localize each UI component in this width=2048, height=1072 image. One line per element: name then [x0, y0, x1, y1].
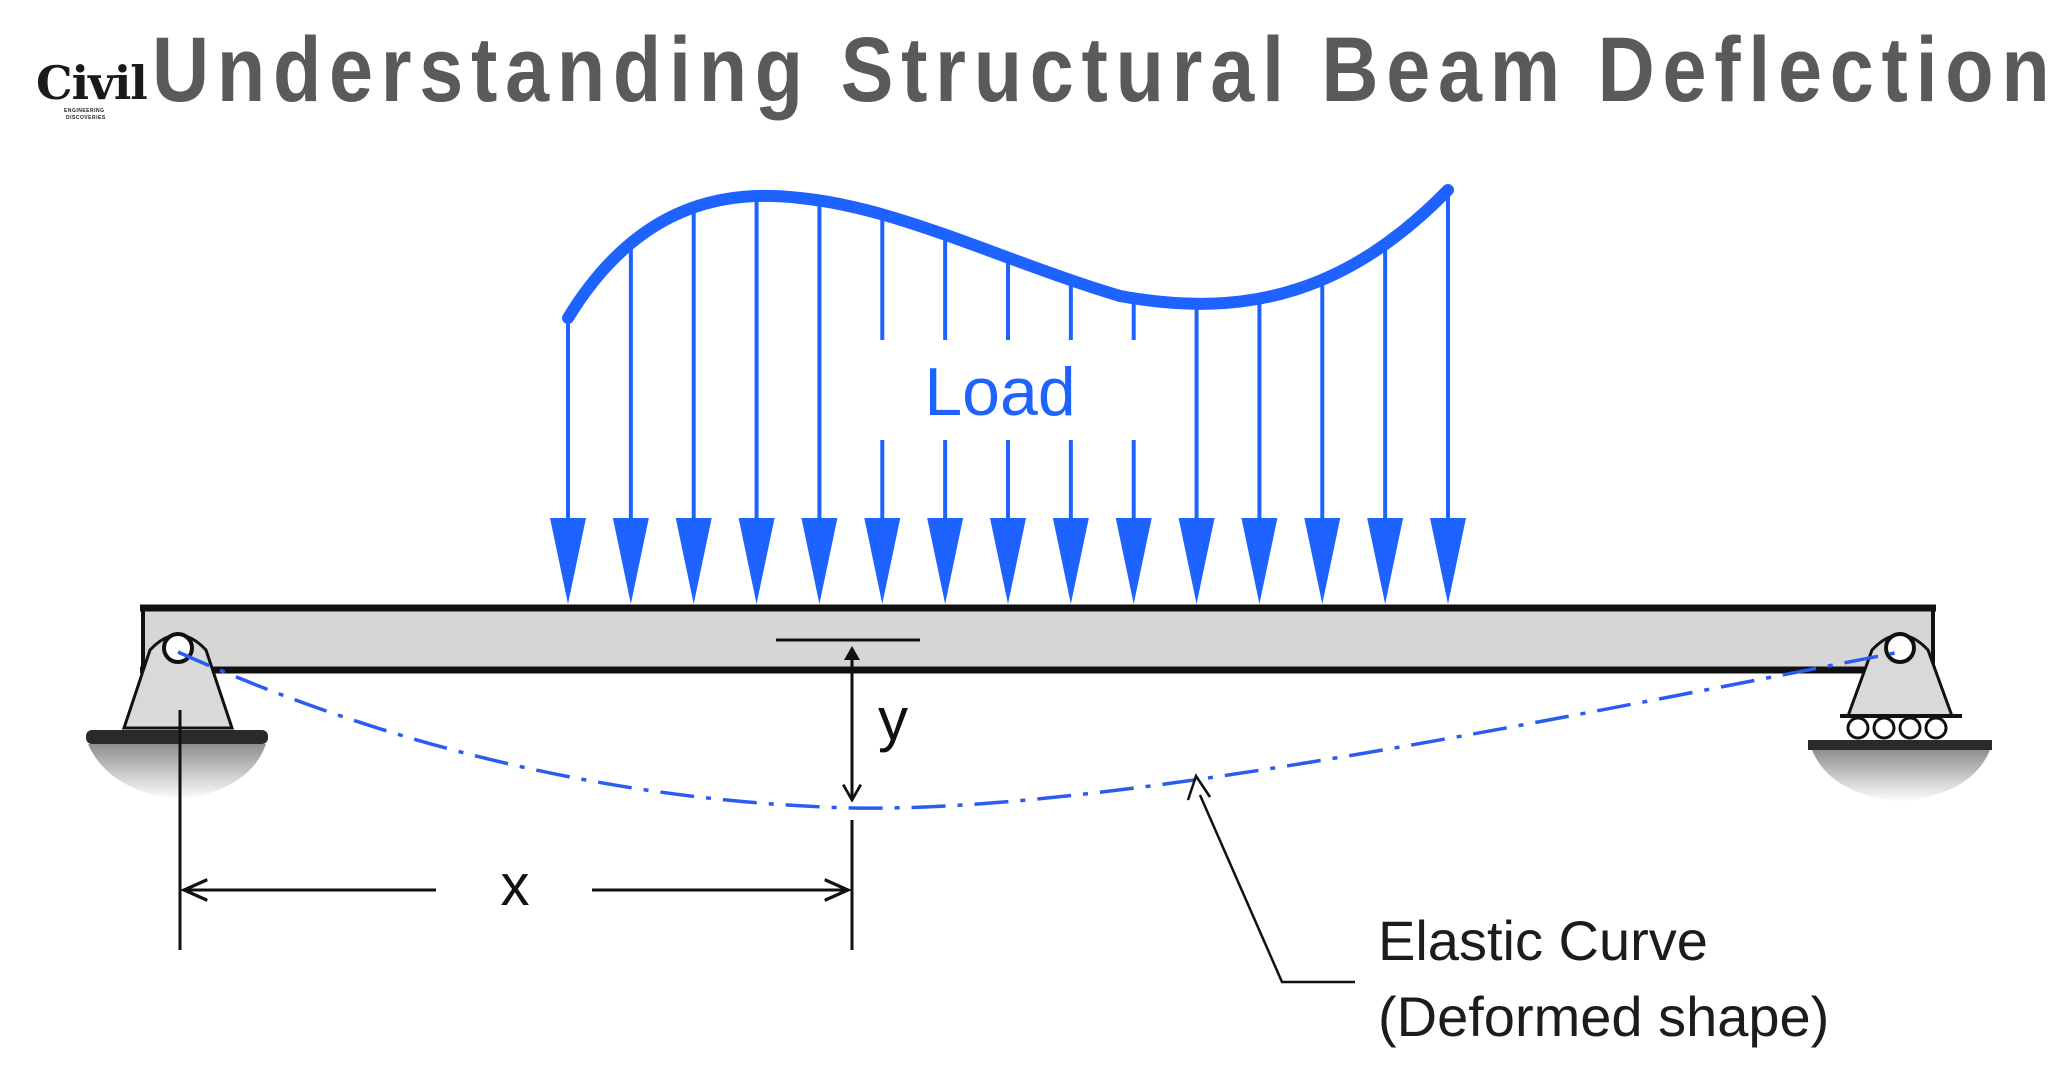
- pin-support-icon: [86, 632, 268, 800]
- load-arrow-icon: [612, 518, 649, 604]
- load-arrow-icon: [990, 518, 1026, 604]
- load-label: Load: [924, 354, 1075, 430]
- deflection-label: y: [878, 686, 908, 753]
- load-arrow-icon: [1367, 518, 1404, 604]
- load-arrows: [550, 194, 1466, 604]
- load-profile-curve: [562, 184, 1454, 324]
- load-arrow-icon: [675, 518, 712, 604]
- logo-wordmark: Civil: [36, 56, 148, 110]
- elastic-curve-label: Elastic Curve: [1378, 909, 1708, 972]
- distributed-load: Load: [550, 184, 1466, 604]
- roller-support-icon: [1808, 632, 1992, 802]
- page-title: Understanding Structural Beam Deflection: [152, 19, 2048, 121]
- beam-body: [142, 608, 1934, 670]
- load-arrow-icon: [1178, 518, 1215, 604]
- logo-line-1: ENGINEERING: [64, 108, 105, 114]
- load-arrow-icon: [1304, 518, 1341, 604]
- deflection-dimension: y: [844, 646, 908, 800]
- load-arrow-icon: [1241, 518, 1278, 604]
- logo-line-2: DISCOVERIES: [66, 115, 106, 121]
- elastic-curve-callout: Elastic Curve (Deformed shape): [1186, 773, 1829, 1048]
- elastic-curve: [177, 650, 1901, 810]
- load-arrow-icon: [1052, 518, 1089, 604]
- load-arrow-icon: [738, 518, 775, 604]
- load-arrow-icon: [550, 518, 586, 604]
- distance-dimension: x: [178, 710, 854, 950]
- load-label-backdrop: [870, 340, 1140, 440]
- load-arrow-icon: [801, 518, 838, 604]
- load-arrow-icon: [927, 518, 964, 604]
- deformed-shape-label: (Deformed shape): [1378, 985, 1829, 1048]
- load-arrow-icon: [1115, 518, 1152, 604]
- beam: [140, 604, 1936, 674]
- site-logo: Civil ENGINEERING DISCOVERIES: [36, 56, 148, 121]
- distance-label: x: [501, 853, 530, 918]
- load-arrow-icon: [864, 518, 901, 604]
- load-arrow-icon: [1430, 518, 1466, 604]
